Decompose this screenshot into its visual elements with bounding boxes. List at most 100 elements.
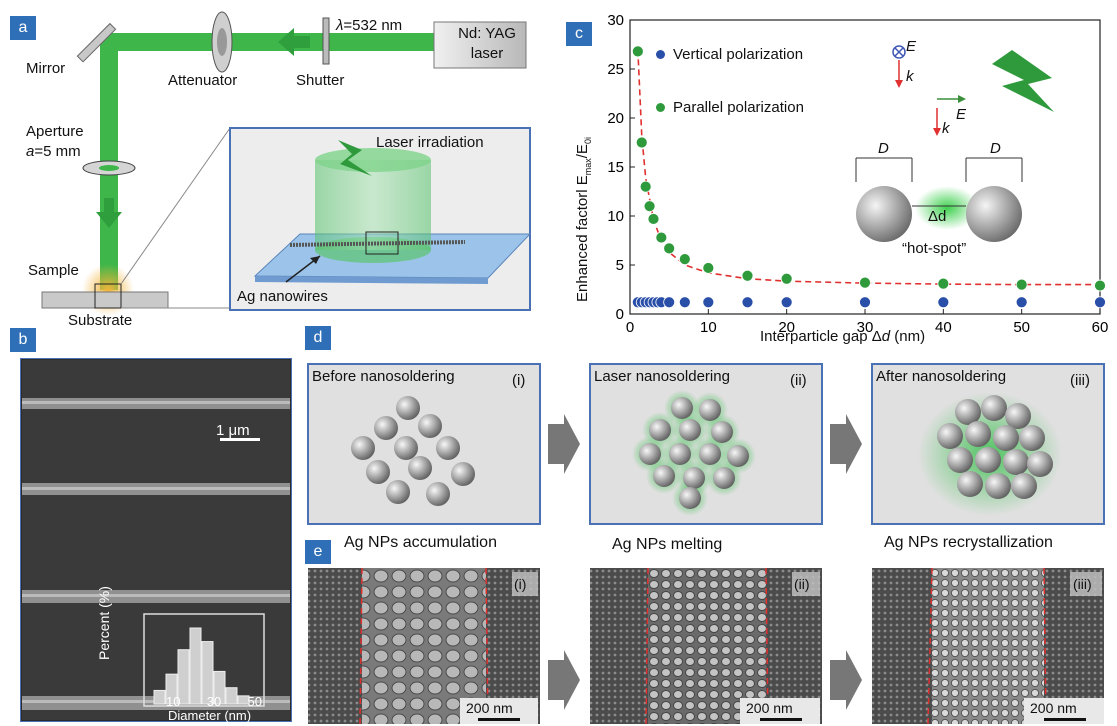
step1-title: Before nanosoldering — [312, 368, 455, 385]
hist-bar — [213, 670, 226, 705]
nanoparticle — [711, 421, 733, 443]
inset-D-1: D — [878, 140, 889, 157]
inset-gap-label: Δd — [928, 208, 947, 225]
sphere-left — [856, 186, 912, 242]
y-axis-title: Enhanced factorl Emax/E0i — [574, 137, 593, 302]
parallel-polarization-point — [643, 200, 656, 213]
hist-xlabel: Diameter (nm) — [168, 708, 252, 723]
panel-label-e: e — [305, 540, 331, 564]
sample-label: Sample — [28, 262, 79, 279]
y-tick-label: 20 — [607, 110, 624, 127]
laser-cylinder — [315, 160, 431, 250]
legend-parallel: Parallel polarization — [656, 99, 804, 116]
hist-bar — [189, 627, 202, 705]
vertical-polarization-point — [859, 296, 871, 309]
nanoparticle — [669, 443, 691, 465]
sem-e-number-1: (i) — [514, 576, 527, 592]
x-tick-label: 40 — [935, 319, 952, 336]
nanoparticle — [366, 460, 390, 484]
nanoparticle — [451, 462, 475, 486]
caption-melting: Ag NPs melting — [612, 536, 723, 553]
parallel-polarization-point — [741, 269, 754, 282]
panel-label-a: a — [10, 16, 36, 40]
nanoparticle — [679, 487, 701, 509]
inset-E-1: E — [906, 38, 917, 55]
y-tick-label: 30 — [607, 12, 624, 29]
caption-accumulation: Ag NPs accumulation — [344, 534, 497, 551]
hist-bar — [177, 649, 190, 705]
nanoparticle — [649, 419, 671, 441]
step2-number: (ii) — [790, 372, 807, 389]
into-page-icon — [892, 45, 906, 59]
nanoparticle — [727, 445, 749, 467]
nanoparticle — [394, 436, 418, 460]
sem-e-scale-2: 200 nm — [746, 700, 793, 716]
x-tick-label: 20 — [778, 319, 795, 336]
nanosoldering-schematic — [307, 363, 1105, 525]
inset-E-2: E — [956, 106, 967, 123]
nanoparticle — [947, 447, 973, 473]
vertical-polarization-point — [1015, 296, 1028, 309]
inset-k-1: k — [906, 68, 914, 85]
step2-title: Laser nanosoldering — [594, 368, 730, 385]
sem-e-number-2: (ii) — [794, 576, 810, 592]
parallel-polarization-point — [702, 262, 715, 274]
laser-box — [433, 21, 527, 69]
step-arrow-2 — [830, 414, 862, 474]
nanoparticle — [436, 436, 460, 460]
sem-e-scale-3: 200 nm — [1030, 700, 1077, 716]
substrate-label: Substrate — [68, 312, 133, 329]
parallel-polarization-point — [678, 253, 691, 266]
mirror-label: Mirror — [26, 60, 66, 77]
nanoparticle — [955, 399, 981, 425]
nanoparticle — [699, 443, 721, 465]
hist-bar — [201, 641, 214, 705]
parallel-polarization-point — [647, 213, 660, 225]
nanoparticle — [965, 421, 991, 447]
vertical-polarization-point — [663, 296, 676, 309]
lightning-bolt-icon — [992, 50, 1054, 112]
mirror-element — [76, 22, 117, 63]
step-arrow-3 — [548, 650, 580, 710]
parallel-polarization-point — [780, 272, 793, 285]
fit-curve — [637, 49, 1100, 286]
y-tick-label: 25 — [607, 61, 624, 78]
inset-k-2: k — [942, 120, 950, 137]
nanoparticle — [396, 396, 420, 420]
nanowire-line — [289, 240, 466, 247]
panel-label-c: c — [566, 22, 592, 46]
nanoparticle — [639, 443, 661, 465]
x-tick-label: 10 — [700, 319, 717, 336]
sem-images-e — [308, 568, 1104, 724]
laser-irradiation-label: Laser irradiation — [376, 134, 484, 151]
beam-direction-arrow — [278, 28, 294, 56]
sem-e-scale-1: 200 nm — [466, 700, 513, 716]
x-tick-label: 0 — [626, 319, 634, 336]
nanowires-label: Ag nanowires — [237, 288, 328, 305]
nanoparticle — [1011, 473, 1037, 499]
sphere-right — [966, 186, 1022, 242]
parallel-polarization-point — [663, 242, 676, 255]
sample-zoom-box — [94, 283, 122, 309]
nanoparticle — [981, 395, 1007, 421]
sem-image-b — [20, 358, 292, 722]
parallel-polarization-point — [859, 276, 871, 289]
nanoparticle — [374, 416, 398, 440]
lightning-bolt-icon — [338, 140, 372, 176]
nanoparticle — [671, 397, 693, 419]
vertical-polarization-point — [678, 296, 691, 309]
parallel-polarization-point — [1015, 278, 1028, 291]
parallel-polarization-point — [655, 231, 668, 244]
y-tick-label: 10 — [607, 208, 624, 225]
y-tick-label: 0 — [616, 306, 624, 323]
step3-number: (iii) — [1070, 372, 1090, 389]
inset-D-2: D — [990, 140, 1001, 157]
step-arrow-1 — [548, 414, 580, 474]
nanoparticle — [386, 480, 410, 504]
hot-spot-glow — [915, 186, 979, 230]
panel-label-b: b — [10, 328, 36, 352]
parallel-polarization-point — [635, 136, 648, 149]
